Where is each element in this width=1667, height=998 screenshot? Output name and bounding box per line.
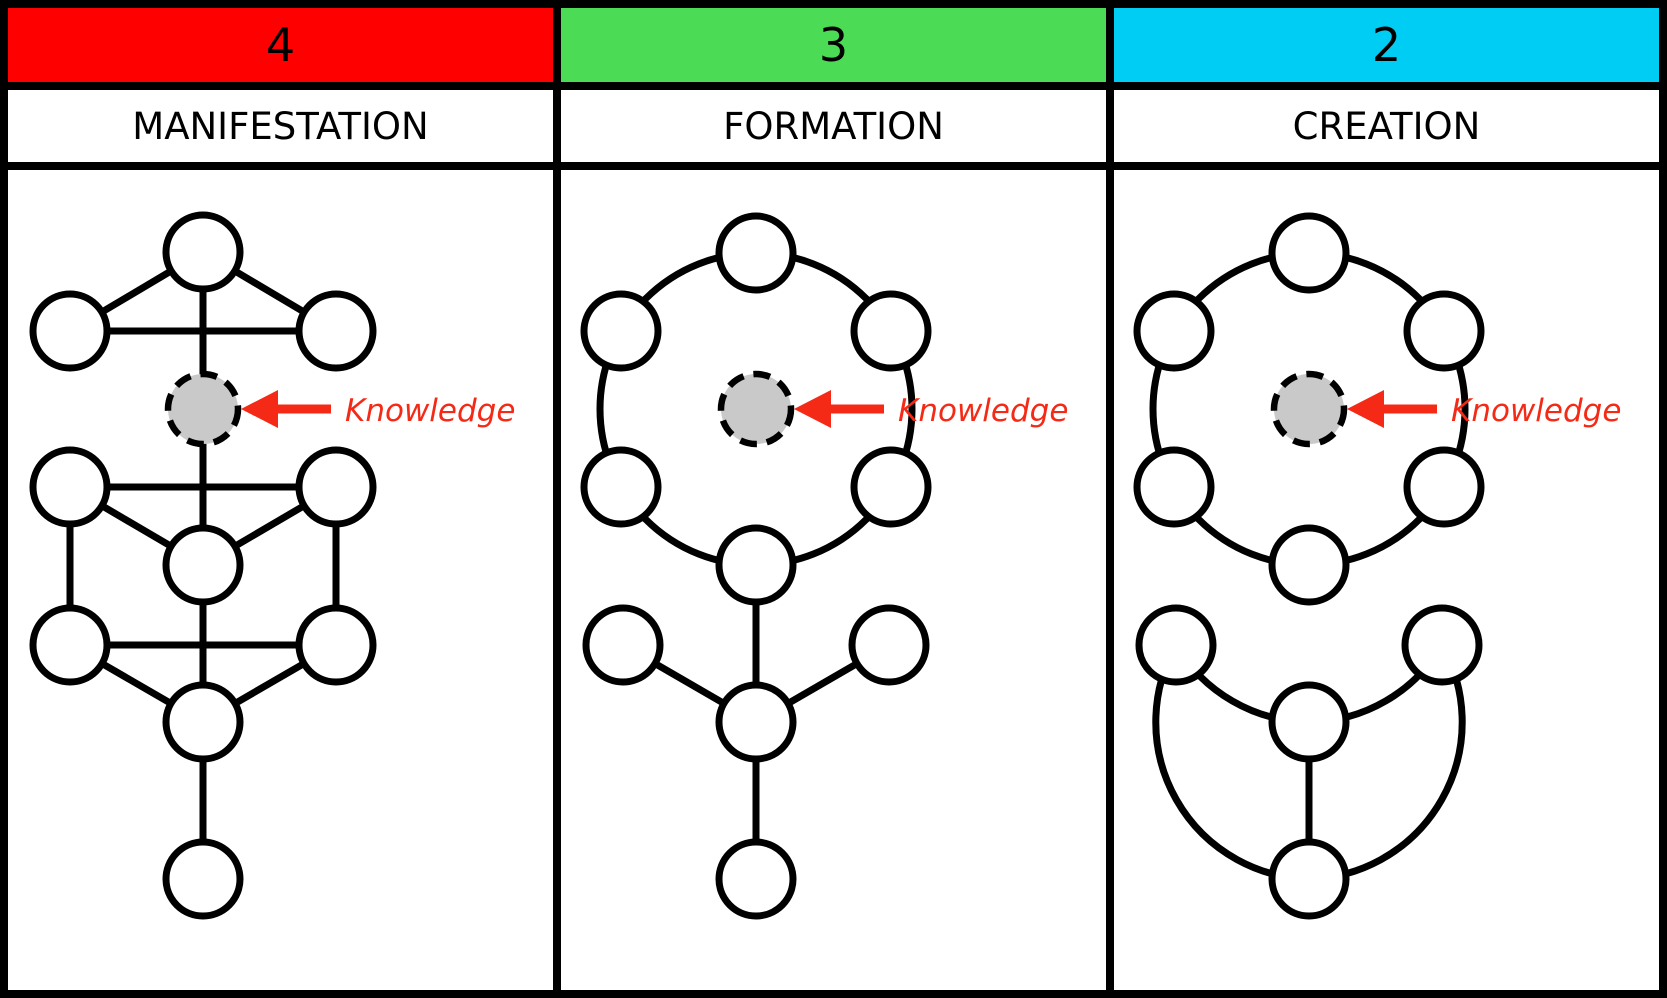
sephirah-node: [1403, 446, 1485, 528]
stage-name: MANIFESTATION: [132, 104, 429, 148]
world-number-cell-creation: 2: [1114, 8, 1659, 82]
sephirah-node: [162, 524, 244, 606]
sephirah-node: [580, 290, 662, 372]
sephirah-node: [295, 446, 377, 528]
knowledge-arrow-head: [794, 390, 831, 428]
sephirah-node: [1135, 604, 1217, 686]
sephirah-node: [848, 604, 930, 686]
knowledge-node: [164, 370, 242, 448]
sephirah-node: [850, 446, 932, 528]
sephirah-node: [162, 838, 244, 920]
sephirah-node: [29, 446, 111, 528]
stage-name: CREATION: [1292, 104, 1481, 148]
stage-name-cell-manifestation: MANIFESTATION: [8, 90, 553, 162]
sephirah-node: [1133, 446, 1215, 528]
world-number-cell-manifestation: 4: [8, 8, 553, 82]
sephirah-node: [29, 604, 111, 686]
sephirah-node: [1401, 604, 1483, 686]
sephirah-node: [1403, 290, 1485, 372]
sephirah-node: [580, 446, 662, 528]
sephirah-node: [1268, 524, 1350, 606]
knowledge-node: [717, 370, 795, 448]
sephirah-node: [1268, 681, 1350, 763]
sephirah-node: [1268, 212, 1350, 294]
sephirah-node: [29, 290, 111, 372]
sephirah-node: [1268, 838, 1350, 920]
sephirah-node: [295, 604, 377, 686]
world-number: 3: [818, 18, 849, 72]
world-number: 2: [1371, 18, 1402, 72]
knowledge-node: [1270, 370, 1348, 448]
panel-creation: 2 CREATION Knowledge: [1114, 8, 1659, 990]
knowledge-arrow-head: [1347, 390, 1384, 428]
tree-of-life-diagram-manifestation: Knowledge: [29, 211, 515, 920]
sephirah-node: [850, 290, 932, 372]
sephirah-node: [715, 524, 797, 606]
diagram-cell-formation: Knowledge: [561, 170, 1106, 990]
stage-name: FORMATION: [723, 104, 944, 148]
sephirah-node: [715, 838, 797, 920]
diagram-cell-manifestation: Knowledge: [8, 170, 553, 990]
knowledge-label: Knowledge: [898, 393, 1068, 429]
sephirah-node: [295, 290, 377, 372]
curved-edge: [1308, 643, 1466, 883]
stage-name-cell-formation: FORMATION: [561, 90, 1106, 162]
sephirah-node: [715, 212, 797, 294]
diagram-cell-creation: Knowledge: [1114, 170, 1659, 990]
stage-name-cell-creation: CREATION: [1114, 90, 1659, 162]
tree-of-life-diagram-formation: Knowledge: [580, 212, 1068, 920]
curved-edge: [1152, 643, 1310, 883]
sephirah-node: [1133, 290, 1215, 372]
sephirah-node: [162, 681, 244, 763]
world-number: 4: [265, 18, 296, 72]
tree-of-life-diagram-creation: Knowledge: [1133, 212, 1621, 920]
world-number-cell-formation: 3: [561, 8, 1106, 82]
panel-manifestation: 4 MANIFESTATION Knowledge: [8, 8, 553, 990]
knowledge-arrow-head: [241, 390, 278, 428]
sephirah-node: [582, 604, 664, 686]
panel-formation: 3 FORMATION Knowledge: [561, 8, 1106, 990]
sephirah-node: [715, 681, 797, 763]
knowledge-label: Knowledge: [1451, 393, 1621, 429]
sephirah-node: [162, 211, 244, 293]
knowledge-label: Knowledge: [345, 393, 515, 429]
